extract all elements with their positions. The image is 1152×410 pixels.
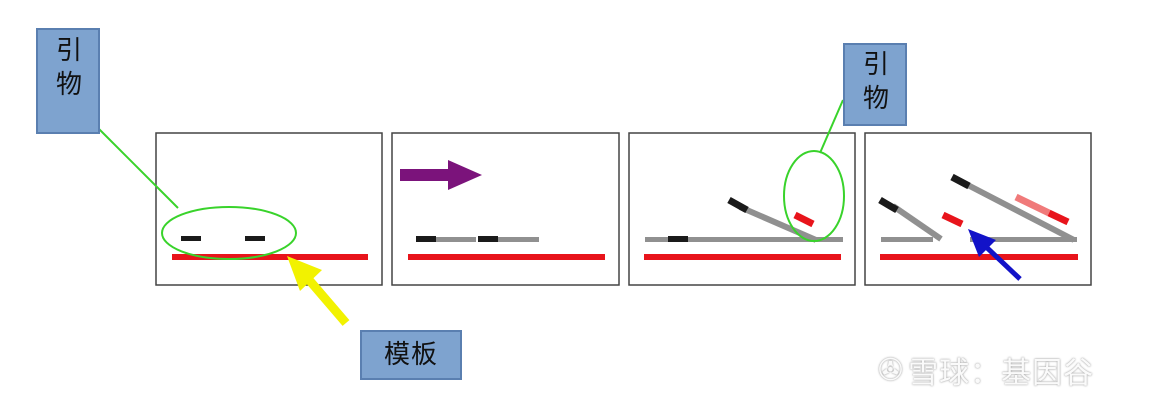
watermark-logo-icon: ✇: [878, 352, 905, 388]
panel-2: [391, 132, 620, 286]
new-primer: [1047, 209, 1070, 226]
panel-1: [155, 132, 383, 286]
panel-1-frame: [155, 132, 383, 286]
faded-new-strand: [1014, 193, 1051, 217]
primer-label-right-char-2: 物: [863, 84, 890, 114]
new-strand: [645, 237, 843, 242]
primer-highlight-circle: [783, 150, 845, 242]
displaced-strand: [960, 179, 1076, 243]
primer-segment: [416, 236, 436, 242]
panel-2-frame: [391, 132, 620, 286]
new-primer: [793, 211, 815, 228]
primer-segment: [245, 236, 265, 241]
template-strand: [408, 254, 605, 260]
displaced-primer: [727, 196, 749, 214]
primer-leader-line: [819, 99, 844, 154]
primer-label-left-char-1: 引: [56, 36, 83, 66]
new-strand: [478, 237, 539, 242]
displaced-primer: [950, 173, 971, 190]
step-arrow: [400, 160, 482, 190]
watermark: ✇ 雪球：基因谷: [878, 348, 1094, 392]
template-label-text: 模板: [383, 340, 438, 370]
displaced-strand: [891, 203, 943, 242]
new-strand: [416, 237, 476, 242]
panel-4: [864, 132, 1092, 286]
insert-arrow: [968, 229, 1022, 281]
new-strand: [881, 237, 933, 242]
primer-label-right: 引 物: [843, 43, 907, 126]
template-label: 模板: [360, 330, 462, 380]
primer-leader-line: [98, 128, 179, 209]
template-arrow: [287, 256, 350, 326]
primer-segment: [478, 236, 498, 242]
primer-label-left: 引 物: [36, 28, 100, 134]
new-primer: [941, 211, 964, 228]
template-strand: [172, 254, 368, 260]
displaced-strand: [738, 204, 818, 243]
panel-3: [628, 132, 856, 286]
new-strand: [970, 237, 1077, 242]
primer-label-left-char-2: 物: [56, 70, 83, 100]
template-strand: [644, 254, 841, 260]
primer-label-right-char-1: 引: [863, 50, 890, 80]
watermark-text: 雪球：基因谷: [908, 356, 1095, 391]
primer-segment: [668, 236, 688, 242]
primer-highlight-circle: [161, 206, 297, 260]
primer-segment: [181, 236, 201, 241]
displaced-primer: [878, 196, 899, 214]
